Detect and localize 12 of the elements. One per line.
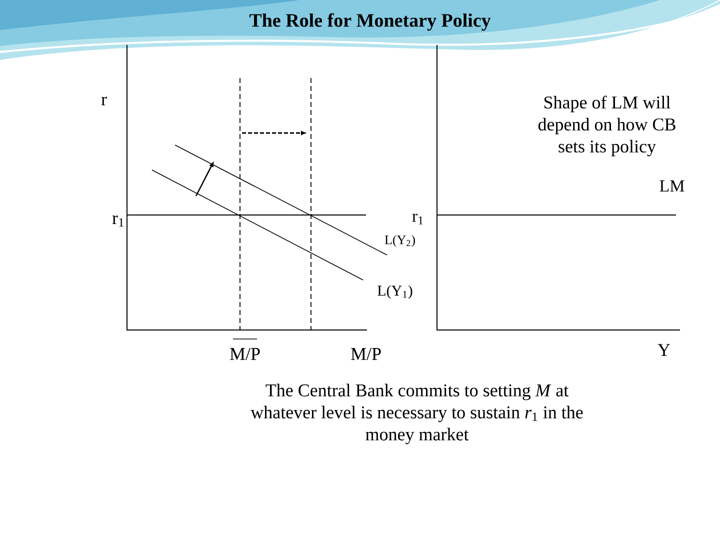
curve-label: LM [660, 180, 684, 192]
caption: The Central Bank commits to setting M at whatever level is necessary to sustain r$_{1}$ in the money market [250, 384, 583, 444]
curve-label: L(Y$_{1}$) [378, 285, 412, 299]
note-text: Shape of LM will depend on how CB sets its policy [538, 96, 676, 156]
axis-label: r [101, 96, 107, 106]
title: The Role for Monetary Policy [249, 13, 491, 31]
axis-label: Y [658, 344, 670, 356]
axis-label: M/P [351, 348, 381, 360]
axis-label: r$_{1}$ [112, 215, 124, 227]
curve-label: L(Y$_{2}$) [384, 235, 415, 247]
axis-label: r$_{1}$ [412, 214, 423, 224]
axis-label: M/P [230, 348, 260, 360]
